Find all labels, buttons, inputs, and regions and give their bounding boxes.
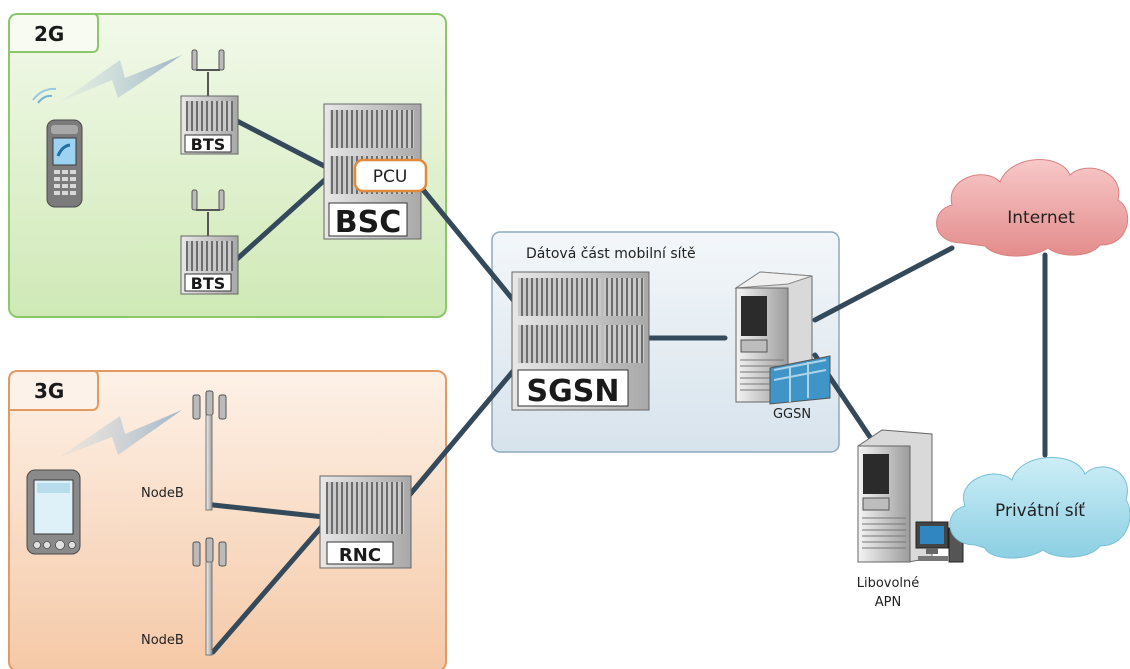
- zone-3g-label: 3G: [34, 379, 64, 403]
- sgsn-node: SGSN: [511, 271, 650, 411]
- private-network-label: Privátní síť: [995, 501, 1085, 521]
- link-ggsn-internet: [812, 245, 955, 323]
- link-bts2-bsc: [234, 174, 331, 262]
- pcu-unit: PCU: [353, 158, 428, 193]
- radio-wave-2g-icon: [60, 55, 182, 102]
- antenna-icon: [196, 69, 220, 96]
- bsc-controller: BSC PCU: [323, 103, 428, 240]
- apn-server: Libovolné APN: [857, 429, 964, 610]
- firewall-icon: [769, 355, 831, 405]
- apn-label-line1: Libovolné: [857, 576, 920, 591]
- rnc-label: RNC: [339, 545, 381, 566]
- sgsn-label: SGSN: [527, 374, 620, 409]
- nodeb-1-label: NodeB: [141, 486, 184, 501]
- antenna-icon: [192, 537, 227, 567]
- nodeb-2-label: NodeB: [141, 633, 184, 648]
- antenna-icon: [196, 209, 220, 236]
- internet-cloud-label: Internet: [1007, 208, 1075, 228]
- mobile-phone-icon: [32, 87, 83, 208]
- nodeb-tower-2: NodeB: [141, 537, 227, 656]
- internet-cloud: Internet: [936, 159, 1129, 257]
- rnc-controller: RNC: [319, 475, 412, 569]
- ggsn-node: GGSN: [734, 271, 831, 422]
- private-network-cloud: Privátní síť: [949, 456, 1130, 559]
- antenna-icon: [192, 390, 227, 420]
- link-bts1-bsc: [234, 118, 331, 171]
- link-rnc-sgsn: [404, 367, 517, 501]
- bts-2-label: BTS: [191, 274, 226, 293]
- link-nodeb1-rnc: [210, 502, 327, 520]
- bts-1-label: BTS: [191, 135, 226, 154]
- core-zone-label: Dátová část mobilní sítě: [526, 246, 696, 262]
- nodeb-tower-1: NodeB: [141, 390, 227, 511]
- bts-station-2: BTS: [180, 189, 239, 295]
- bsc-label: BSC: [335, 205, 402, 240]
- zone-2g-label: 2G: [34, 22, 64, 46]
- link-nodeb2-rnc: [210, 521, 327, 655]
- link-bsc-sgsn: [417, 183, 517, 304]
- ggsn-label: GGSN: [773, 407, 811, 422]
- apn-label-line2: APN: [875, 595, 901, 610]
- pcu-label: PCU: [373, 167, 408, 187]
- radio-wave-3g-icon: [58, 410, 182, 458]
- pda-device-icon: [26, 469, 81, 555]
- links: [210, 118, 1048, 655]
- bts-station-1: BTS: [180, 49, 239, 155]
